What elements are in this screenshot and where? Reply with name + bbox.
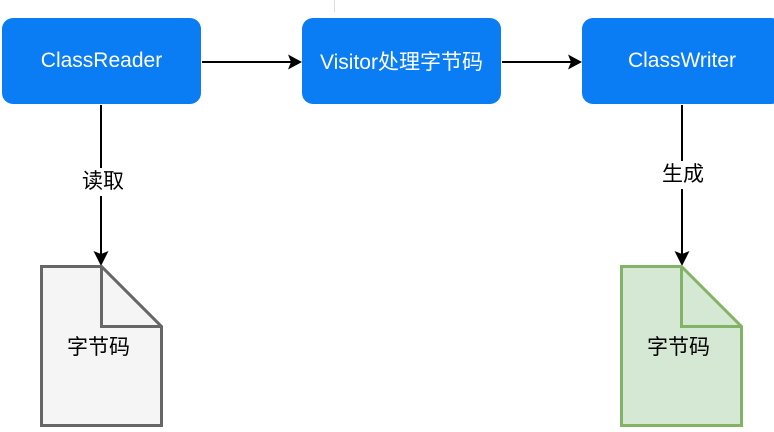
output-document-label: 字节码 xyxy=(647,336,710,359)
read-edge-label: 读取 xyxy=(80,168,126,196)
arrow-visitor-to-writer-head xyxy=(568,54,582,70)
class-reader-node: ClassReader xyxy=(2,18,201,104)
arrow-generate-head xyxy=(674,251,690,266)
class-reader-label: ClassReader xyxy=(40,49,163,72)
output-document-icon xyxy=(620,265,743,427)
input-document-label: 字节码 xyxy=(67,336,130,359)
class-writer-label: ClassWriter xyxy=(627,49,737,72)
input-document-icon xyxy=(40,265,163,427)
generate-edge-label: 生成 xyxy=(660,161,706,189)
arrow-reader-to-visitor-head xyxy=(288,54,302,70)
arrow-read-head xyxy=(93,251,109,266)
visitor-label: Visitor处理字节码 xyxy=(320,51,483,74)
class-writer-node: ClassWriter xyxy=(582,18,774,104)
visitor-node: Visitor处理字节码 xyxy=(302,18,501,104)
